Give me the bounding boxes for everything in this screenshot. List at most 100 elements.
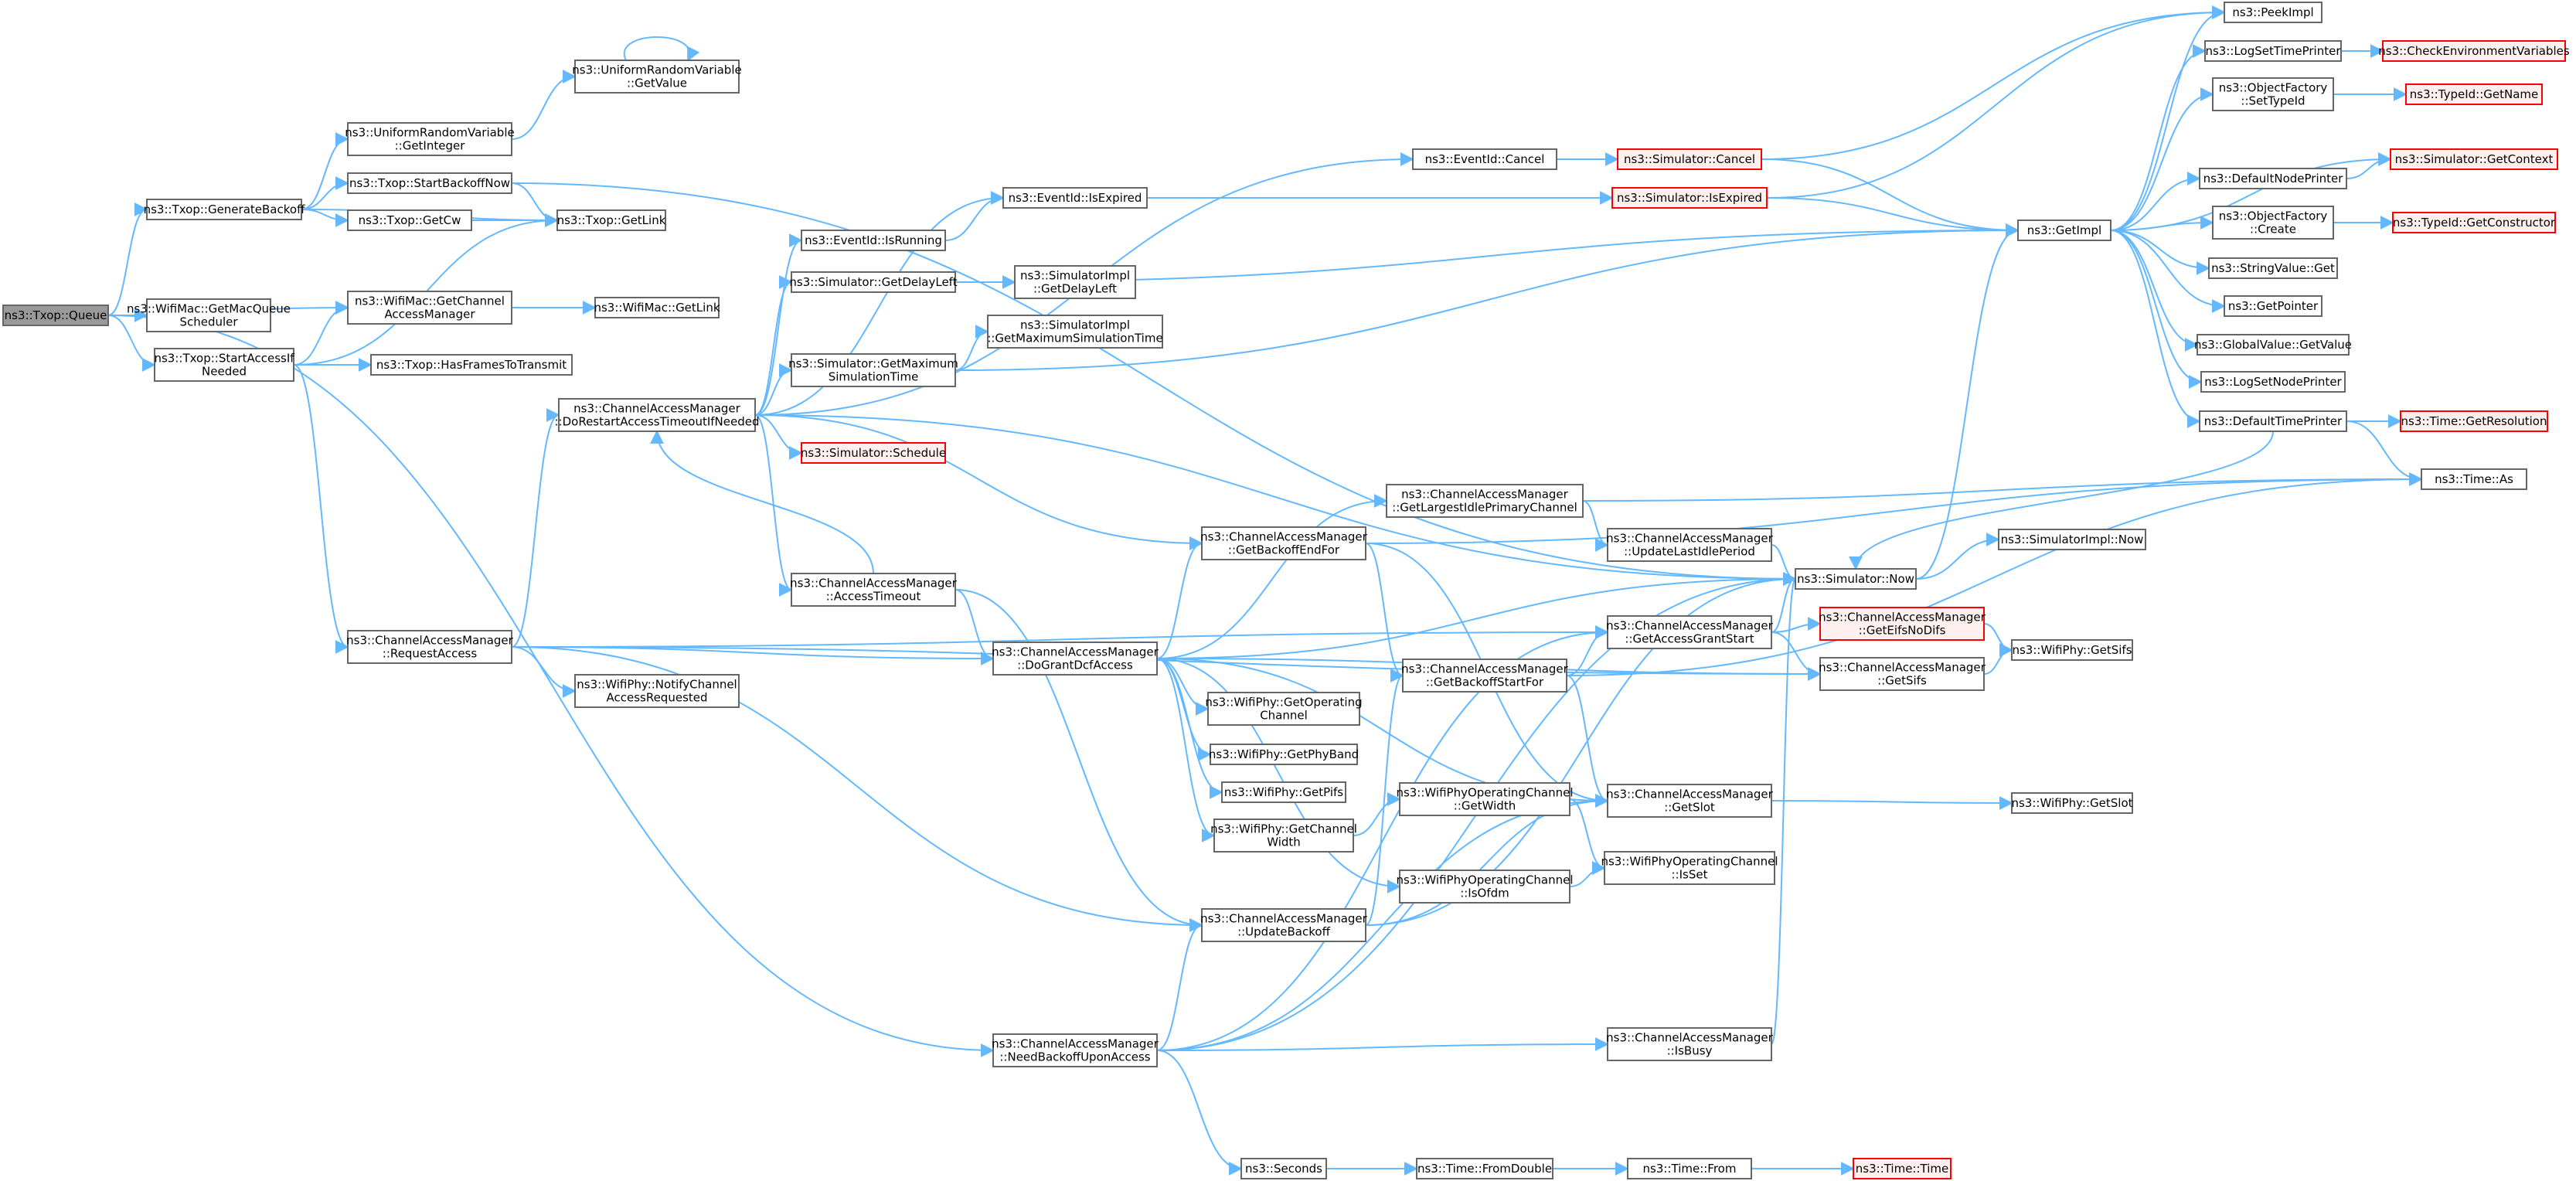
node-box <box>347 209 472 231</box>
node-getlink_txop[interactable]: ns3::Txop::GetLink <box>556 209 666 231</box>
node-deftimeprinter[interactable]: ns3::DefaultTimePrinter <box>2199 410 2347 432</box>
node-getmaxsim[interactable]: ns3::Simulator::GetMaximumSimulationTime <box>788 353 958 387</box>
edge-getlargest-to-time_as <box>1582 472 2423 502</box>
node-box <box>2197 334 2350 356</box>
node-opchan_isofdm[interactable]: ns3::WifiPhyOperatingChannel::IsOfdm <box>1396 870 1574 904</box>
node-simcancel[interactable]: ns3::Simulator::Cancel <box>1617 148 1762 170</box>
node-time_getres[interactable]: ns3::Time::GetResolution <box>2400 410 2548 432</box>
node-opchan_width[interactable]: ns3::WifiPhyOperatingChannel::GetWidth <box>1396 782 1574 816</box>
node-checkenv[interactable]: ns3::CheckEnvironmentVariables <box>2378 40 2570 62</box>
node-box <box>1386 484 1584 518</box>
node-box <box>2212 77 2334 111</box>
node-sim_getcontext[interactable]: ns3::Simulator::GetContext <box>2390 148 2558 170</box>
node-label: ::DoRestartAccessTimeoutIfNeeded <box>554 415 759 429</box>
node-getslot_cam[interactable]: ns3::ChannelAccessManager::GetSlot <box>1606 784 1774 818</box>
node-urv_getint[interactable]: ns3::UniformRandomVariable::GetInteger <box>345 122 515 156</box>
node-box <box>2212 206 2334 240</box>
node-phy_getsifs[interactable]: ns3::WifiPhy::GetSifs <box>2011 639 2133 661</box>
node-dorestart[interactable]: ns3::ChannelAccessManager::DoRestartAcce… <box>554 398 760 432</box>
node-logsetnode[interactable]: ns3::LogSetNodePrinter <box>2200 371 2346 393</box>
edge-updatebackoff-to-getslot_cam <box>1365 794 1609 926</box>
node-typeid_getctor[interactable]: ns3::TypeId::GetConstructor <box>2392 212 2556 233</box>
node-needbackoff[interactable]: ns3::ChannelAccessManager::NeedBackoffUp… <box>992 1033 1159 1067</box>
node-getsifs_cam[interactable]: ns3::ChannelAccessManager::GetSifs <box>1819 657 1986 691</box>
node-dogrant[interactable]: ns3::ChannelAccessManager::DoGrantDcfAcc… <box>992 642 1159 676</box>
node-getpointer[interactable]: ns3::GetPointer <box>2224 295 2322 317</box>
node-getlargest[interactable]: ns3::ChannelAccessManager::GetLargestIdl… <box>1386 484 1584 518</box>
node-timetime[interactable]: ns3::Time::Time <box>1853 1158 1952 1179</box>
node-stringvalue_get[interactable]: ns3::StringValue::Get <box>2208 257 2338 279</box>
node-box <box>1416 1158 1553 1179</box>
node-geteifs[interactable]: ns3::ChannelAccessManager::GetEifsNoDifs <box>1819 607 1986 641</box>
node-genbackoff[interactable]: ns3::Txop::GenerateBackoff <box>144 199 305 220</box>
node-getbackoffend[interactable]: ns3::ChannelAccessManager::GetBackoffEnd… <box>1200 526 1368 560</box>
node-getbackoffstart[interactable]: ns3::ChannelAccessManager::GetBackoffSta… <box>1401 659 1569 693</box>
node-getdelayleft[interactable]: ns3::Simulator::GetDelayLeft <box>789 271 958 293</box>
node-label: ns3::Time::GetResolution <box>2401 414 2547 428</box>
node-fromdouble[interactable]: ns3::Time::FromDouble <box>1416 1158 1553 1179</box>
node-phy_getslot[interactable]: ns3::WifiPhy::GetSlot <box>2011 792 2133 814</box>
node-box <box>2 305 109 326</box>
edge-simnow-to-impl_now <box>1915 533 2000 580</box>
node-isbusy[interactable]: ns3::ChannelAccessManager::IsBusy <box>1606 1027 1774 1061</box>
node-startbackoff[interactable]: ns3::Txop::StartBackoffNow <box>347 172 512 194</box>
node-seconds[interactable]: ns3::Seconds <box>1240 1158 1327 1179</box>
node-box <box>347 122 512 156</box>
node-accesstimeout[interactable]: ns3::ChannelAccessManager::AccessTimeout <box>790 573 958 607</box>
node-getphyband[interactable]: ns3::WifiPhy::GetPhyBand <box>1209 744 1359 765</box>
node-typeid_getname[interactable]: ns3::TypeId::GetName <box>2405 83 2543 105</box>
node-gv_getvalue[interactable]: ns3::GlobalValue::GetValue <box>2194 334 2352 356</box>
node-box <box>347 172 512 194</box>
node-schedule[interactable]: ns3::Simulator::Schedule <box>801 442 946 464</box>
node-impl_maxsim[interactable]: ns3::SimulatorImpl::GetMaximumSimulation… <box>987 315 1163 349</box>
node-defnodeprinter[interactable]: ns3::DefaultNodePrinter <box>2199 168 2347 189</box>
node-label: ns3::ObjectFactory <box>2219 209 2328 223</box>
node-of_settypeid[interactable]: ns3::ObjectFactory::SetTypeId <box>2212 77 2334 111</box>
node-simnow[interactable]: ns3::Simulator::Now <box>1795 568 1917 590</box>
edge-urv_getint-to-urv_getvalue <box>511 70 577 140</box>
node-label: ns3::PeekImpl <box>2232 5 2313 19</box>
node-of_create[interactable]: ns3::ObjectFactory::Create <box>2212 206 2334 240</box>
node-box <box>594 297 720 318</box>
node-label: ns3::GlobalValue::GetValue <box>2194 338 2352 352</box>
node-getlink_mac[interactable]: ns3::WifiMac::GetLink <box>594 297 720 318</box>
node-label: ns3::Simulator::GetMaximum <box>788 357 958 371</box>
node-getimpl[interactable]: ns3::GetImpl <box>2017 220 2112 241</box>
node-label: ns3::WifiPhyOperatingChannel <box>1601 855 1778 869</box>
node-requestaccess[interactable]: ns3::ChannelAccessManager::RequestAccess <box>346 630 514 664</box>
node-isrunning[interactable]: ns3::EventId::IsRunning <box>801 230 946 251</box>
node-label: ns3::WifiPhyOperatingChannel <box>1396 786 1573 800</box>
node-opchan_isset[interactable]: ns3::WifiPhyOperatingChannel::IsSet <box>1601 851 1778 885</box>
node-label: ns3::ChannelAccessManager <box>1200 912 1367 926</box>
node-getcw[interactable]: ns3::Txop::GetCw <box>347 209 472 231</box>
node-updatelastidle[interactable]: ns3::ChannelAccessManager::UpdateLastIdl… <box>1606 528 1774 562</box>
node-label: ns3::Simulator::GetContext <box>2395 152 2554 166</box>
node-updatebackoff[interactable]: ns3::ChannelAccessManager::UpdateBackoff <box>1200 908 1368 942</box>
node-getpifs[interactable]: ns3::WifiPhy::GetPifs <box>1221 781 1346 803</box>
node-impl_delayleft[interactable]: ns3::SimulatorImpl::GetDelayLeft <box>1014 265 1136 299</box>
node-notifychan[interactable]: ns3::WifiPhy::NotifyChannelAccessRequest… <box>574 674 740 708</box>
node-time_as[interactable]: ns3::Time::As <box>2421 468 2527 490</box>
node-simisexpired[interactable]: ns3::Simulator::IsExpired <box>1611 187 1768 209</box>
edge-layer <box>107 5 2423 1176</box>
node-hasframes[interactable]: ns3::Txop::HasFramesToTransmit <box>370 354 573 376</box>
node-label: ::GetMaximumSimulationTime <box>987 332 1162 345</box>
node-isexpired_ev[interactable]: ns3::EventId::IsExpired <box>1002 187 1148 209</box>
node-label: ::SetTypeId <box>2241 94 2305 108</box>
node-getaccessgrant[interactable]: ns3::ChannelAccessManager::GetAccessGran… <box>1606 615 1774 649</box>
node-timefrom[interactable]: ns3::Time::From <box>1627 1158 1752 1179</box>
node-eventcancel[interactable]: ns3::EventId::Cancel <box>1412 148 1557 170</box>
node-box <box>1207 692 1360 726</box>
node-peekimpl[interactable]: ns3::PeekImpl <box>2224 2 2322 23</box>
node-urv_getvalue[interactable]: ns3::UniformRandomVariable::GetValue <box>572 60 742 94</box>
node-impl_now[interactable]: ns3::SimulatorImpl::Now <box>1998 529 2146 550</box>
node-logsettime[interactable]: ns3::LogSetTimePrinter <box>2204 40 2342 62</box>
node-label: ns3::Time::As <box>2435 472 2513 486</box>
node-label: ns3::ChannelAccessManager <box>790 577 957 590</box>
